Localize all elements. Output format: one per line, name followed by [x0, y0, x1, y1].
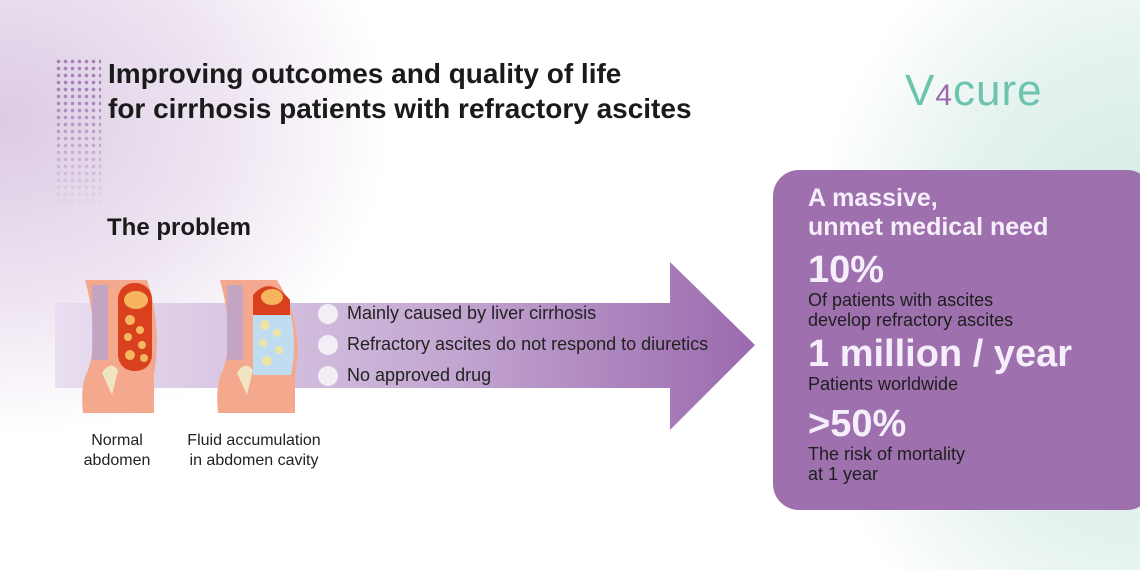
dot-pattern [55, 58, 101, 208]
v4cure-logo: V4cure [905, 66, 1043, 116]
logo-cure: cure [953, 66, 1043, 115]
unmet-need-panel: A massive, unmet medical need 10% Of pat… [773, 170, 1140, 510]
fluid-abdomen-illustration [217, 280, 298, 413]
bullet-text: Mainly caused by liver cirrhosis [347, 303, 597, 323]
caption-normal: Normal abdomen [72, 431, 162, 471]
bullet-text: Refractory ascites do not respond to diu… [347, 334, 709, 354]
stat-desc: at 1 year [808, 464, 879, 484]
stat-value: >50% [808, 403, 907, 445]
logo-4: 4 [935, 79, 954, 112]
caption-line: abdomen [83, 452, 151, 469]
title-line-2: for cirrhosis patients with refractory a… [108, 93, 692, 124]
bullet-dot-icon [318, 334, 338, 355]
normal-abdomen-illustration [82, 280, 157, 413]
bullet-text: No approved drug [347, 365, 492, 385]
bullet-item: Refractory ascites do not respond to diu… [318, 334, 708, 355]
panel-heading-2: unmet medical need [808, 213, 1049, 241]
caption-line: Normal [91, 432, 143, 449]
caption-fluid: Fluid accumulation in abdomen cavity [170, 431, 338, 471]
stat-desc: The risk of mortality [808, 444, 966, 464]
caption-line: in abdomen cavity [189, 452, 319, 469]
bullet-dot-icon [318, 365, 338, 386]
logo-v: V [905, 66, 936, 115]
page-title: Improving outcomes and quality of life f… [108, 56, 692, 126]
stat-desc: Patients worldwide [808, 374, 959, 394]
stat-desc: develop refractory ascites [808, 310, 1014, 330]
bullet-item: Mainly caused by liver cirrhosis [318, 303, 596, 324]
bullet-item: No approved drug [318, 365, 491, 386]
caption-line: Fluid accumulation [187, 432, 321, 449]
title-line-1: Improving outcomes and quality of life [108, 58, 622, 89]
stat-desc: Of patients with ascites [808, 290, 994, 310]
bullet-dot-icon [318, 303, 338, 324]
stat-value: 10% [808, 249, 885, 291]
panel-heading-1: A massive, [808, 184, 938, 212]
stat-value: 1 million / year [808, 333, 1072, 375]
problem-heading: The problem [107, 214, 252, 241]
